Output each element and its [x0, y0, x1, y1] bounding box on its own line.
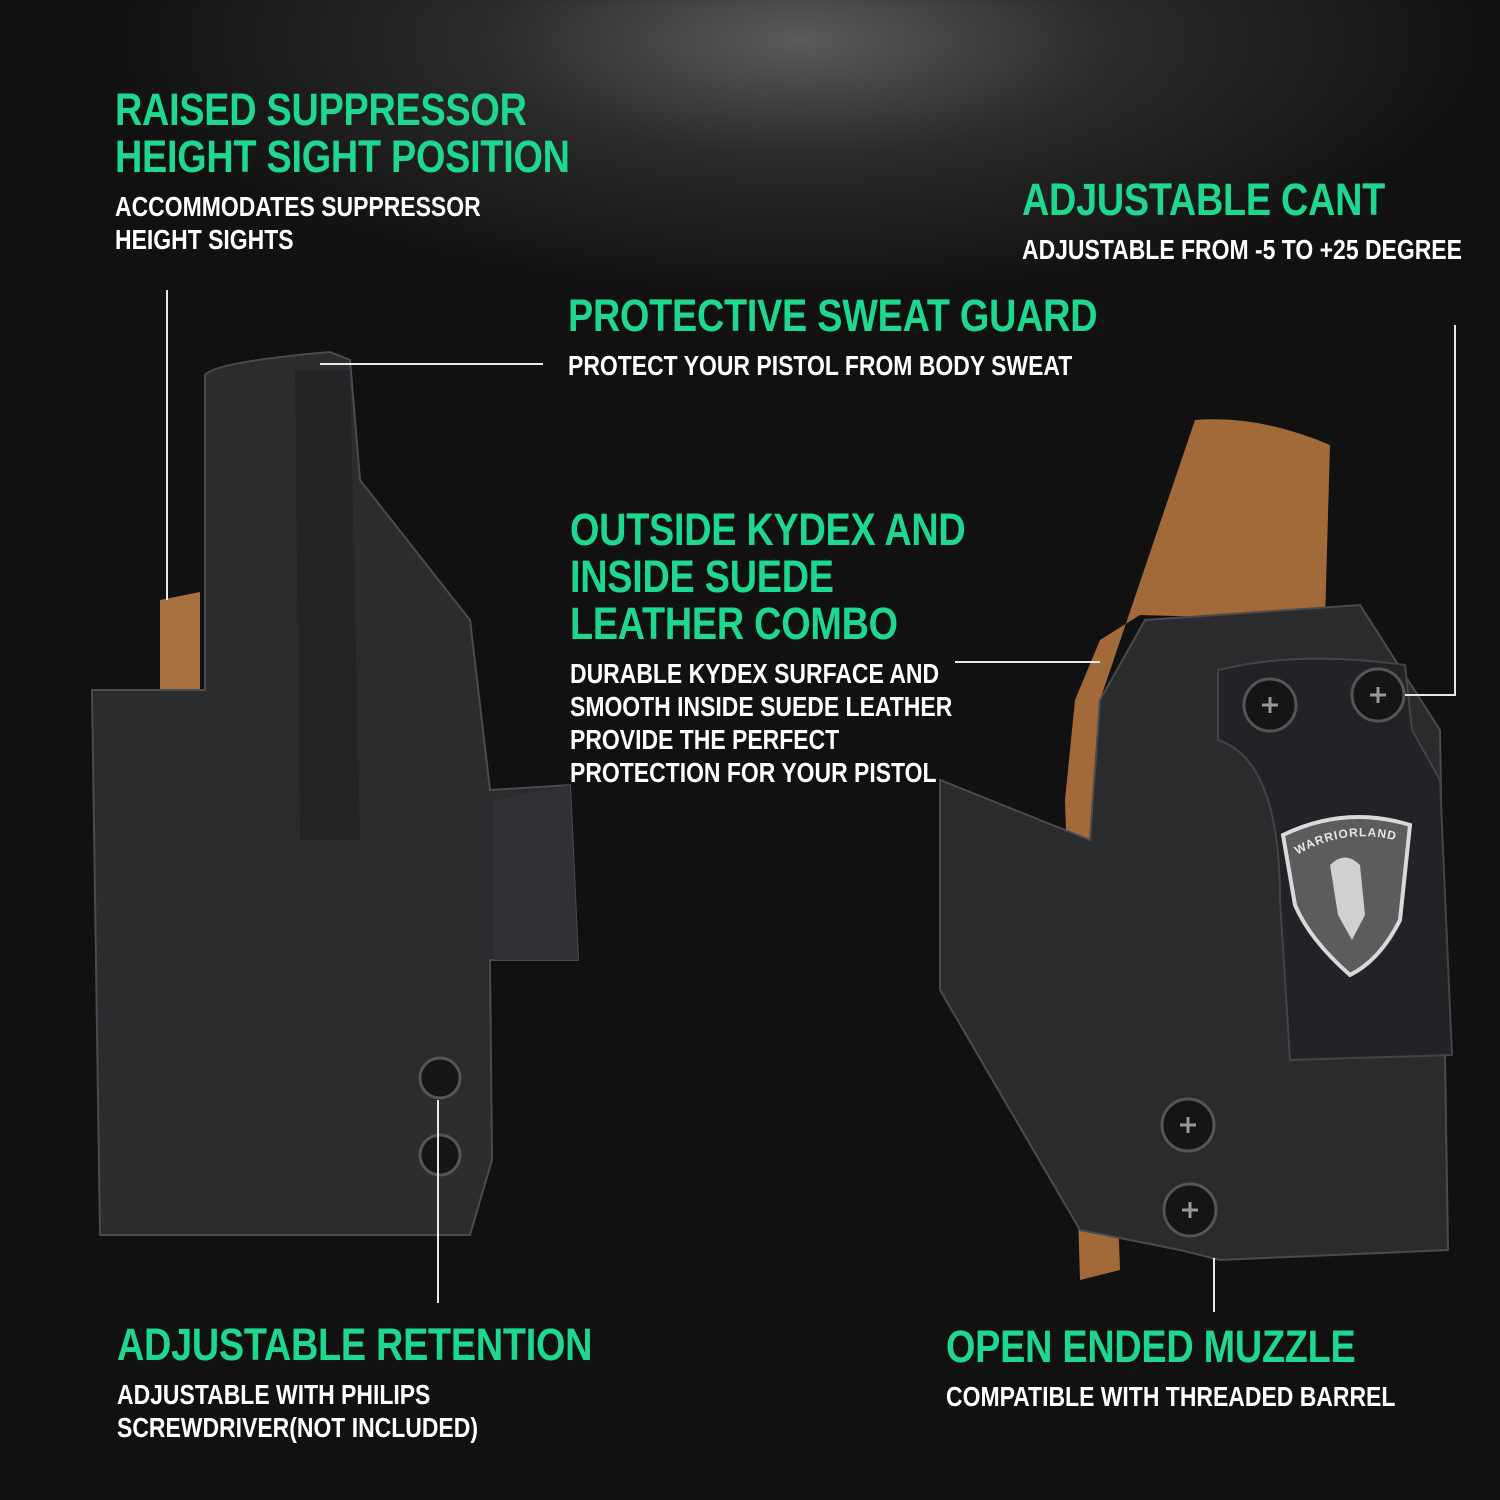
leader-line-retention [437, 1100, 439, 1303]
leader-line-cant-v [1454, 325, 1456, 695]
feature-title: ADJUSTABLE CANT [1022, 174, 1386, 225]
warriorland-logo: WARRIORLAND [1280, 815, 1413, 978]
leader-line-kydex [955, 661, 1100, 663]
holster-back-view: WARRIORLAND [939, 419, 1454, 1280]
feature-retention: ADJUSTABLE RETENTION ADJUSTABLE WITH PHI… [117, 1321, 683, 1444]
feature-title: ADJUSTABLE RETENTION [117, 1319, 593, 1370]
retention-screw-bottom [418, 1133, 462, 1177]
leader-line-cant-h [1405, 694, 1456, 696]
feature-title: OPEN ENDED MUZZLE [946, 1321, 1356, 1372]
leader-line-sweat-guard [320, 363, 543, 365]
feature-desc: COMPATIBLE WITH THREADED BARREL [946, 1381, 1396, 1412]
retention-screw-top [418, 1056, 462, 1100]
feature-desc: PROTECT YOUR PISTOL FROM BODY SWEAT [568, 350, 1073, 381]
holster-front-view [90, 350, 580, 1236]
leader-line-muzzle [1213, 1258, 1215, 1312]
feature-muzzle: OPEN ENDED MUZZLE COMPATIBLE WITH THREAD… [946, 1323, 1494, 1413]
feature-sweat-guard: PROTECTIVE SWEAT GUARD PROTECT YOUR PIST… [568, 292, 1198, 382]
feature-title: PROTECTIVE SWEAT GUARD [568, 290, 1098, 341]
feature-desc: ADJUSTABLE FROM -5 TO +25 DEGREE [1022, 234, 1462, 265]
leader-line-raised-sight [166, 290, 168, 600]
feature-adjustable-cant: ADJUSTABLE CANT ADJUSTABLE FROM -5 TO +2… [1022, 176, 1500, 266]
spartan-helmet-icon [1330, 857, 1365, 940]
